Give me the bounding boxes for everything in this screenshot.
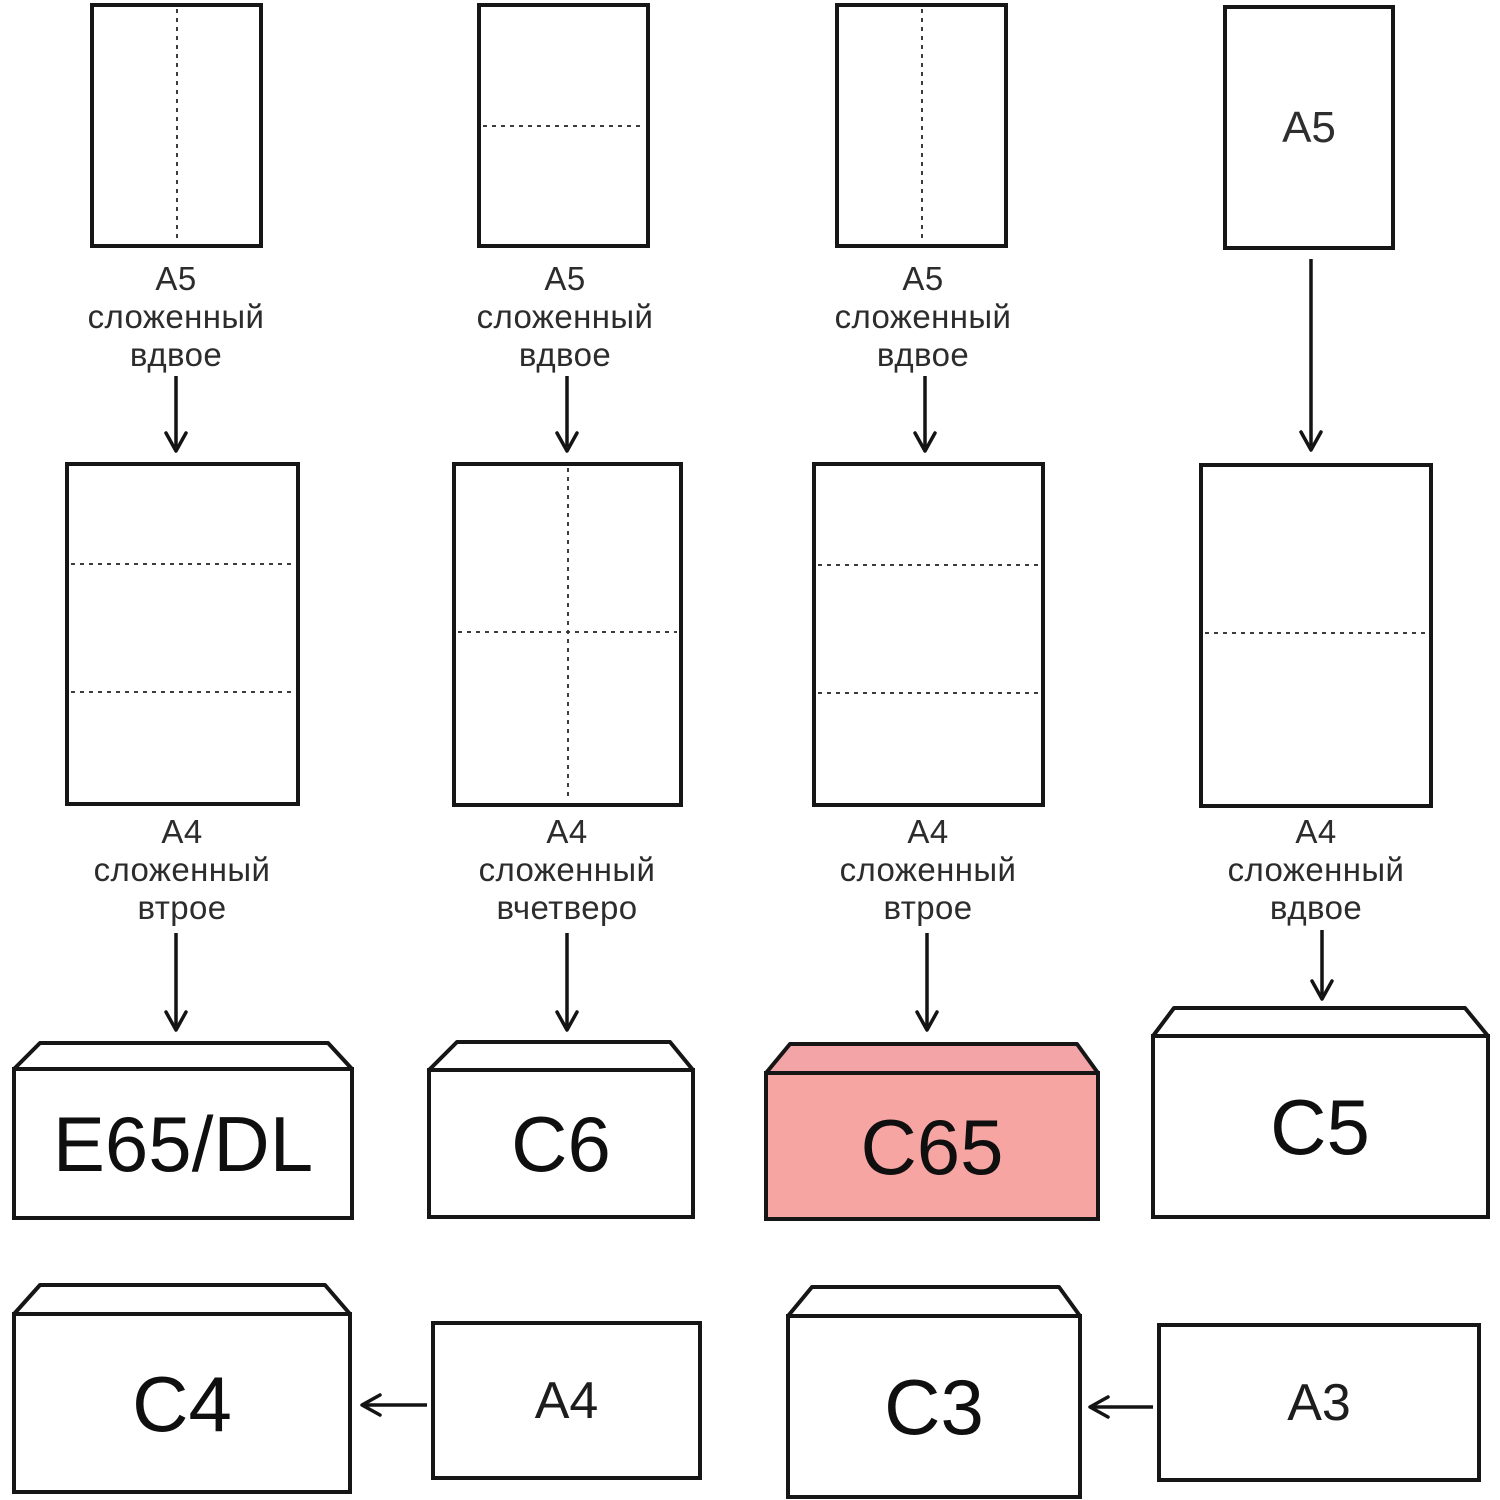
envelope-body <box>786 1314 1082 1499</box>
envelope-flap <box>427 1040 695 1072</box>
caption-line: А4 <box>546 813 588 850</box>
sheet-caption-a5-3: А5 сложенный вдвое <box>773 260 1073 374</box>
arrow-down-icon <box>915 933 939 1032</box>
sheet-caption-a4-4: А4 сложенный вдвое <box>1166 813 1466 927</box>
arrow-down-icon <box>164 376 188 453</box>
caption-line: втрое <box>883 889 973 926</box>
caption-line: А5 <box>155 260 197 297</box>
caption-line: сложенный <box>478 851 656 888</box>
arrow-down-icon <box>1299 259 1323 452</box>
fold-line-horizontal <box>71 563 294 566</box>
envelope-body <box>427 1068 695 1219</box>
caption-line: втрое <box>137 889 227 926</box>
sheet-a3-source: А3 <box>1157 1323 1481 1482</box>
arrow-down-icon <box>164 933 188 1032</box>
envelope-label: C6 <box>511 1100 611 1188</box>
envelope-label: C3 <box>884 1363 984 1451</box>
envelope-flap <box>786 1285 1082 1318</box>
caption-line: вчетверо <box>496 889 638 926</box>
arrow-down-icon <box>555 933 579 1032</box>
envelope-c6: C6 <box>427 1040 695 1219</box>
caption-line: сложенный <box>839 851 1017 888</box>
caption-line: вдвое <box>129 336 223 373</box>
arrow-down-icon <box>913 376 937 453</box>
envelope-c65-highlighted: C65 <box>764 1042 1100 1221</box>
sheet-label: А3 <box>1287 1373 1351 1432</box>
fold-line-horizontal <box>71 691 294 694</box>
sheet-a5-fold-horizontal <box>477 3 650 248</box>
caption-line: вдвое <box>1269 889 1363 926</box>
caption-line: А4 <box>907 813 949 850</box>
envelope-label: C5 <box>1270 1083 1370 1171</box>
sheet-a5-fold-vertical-2 <box>835 3 1008 248</box>
fold-line-horizontal <box>818 691 1039 694</box>
fold-line-vertical <box>920 9 923 242</box>
envelope-e65dl: E65/DL <box>12 1041 354 1220</box>
envelope-flap <box>764 1042 1100 1075</box>
sheet-label: А4 <box>534 1371 599 1430</box>
arrow-left-icon <box>360 1393 427 1417</box>
arrow-down-icon <box>1310 930 1334 1001</box>
caption-line: сложенный <box>834 298 1012 335</box>
caption-line: А4 <box>1295 813 1337 850</box>
arrow-left-icon <box>1088 1395 1153 1419</box>
envelope-label: E65/DL <box>53 1100 313 1188</box>
envelope-c4: C4 <box>12 1283 352 1494</box>
caption-line: сложенный <box>93 851 271 888</box>
arrow-down-icon <box>555 376 579 453</box>
fold-line-vertical <box>175 9 178 242</box>
sheet-caption-a4-2: А4 сложенный вчетверо <box>417 813 717 927</box>
envelope-label: C4 <box>132 1360 232 1448</box>
fold-line-horizontal <box>458 631 677 634</box>
envelope-flap <box>12 1041 354 1071</box>
fold-line-horizontal <box>818 563 1039 566</box>
sheet-a4-fold-quarters <box>452 462 683 807</box>
caption-line: сложенный <box>476 298 654 335</box>
caption-line: вдвое <box>518 336 612 373</box>
fold-line-horizontal <box>483 124 644 127</box>
sheet-a4-source: А4 <box>431 1321 702 1480</box>
caption-line: А5 <box>544 260 586 297</box>
fold-line-vertical <box>566 468 569 801</box>
envelope-body <box>12 1312 352 1494</box>
caption-line: вдвое <box>876 336 970 373</box>
sheet-a4-fold-half <box>1199 463 1433 808</box>
envelope-c3: C3 <box>786 1285 1082 1499</box>
envelope-c5: C5 <box>1151 1006 1490 1219</box>
sheet-caption-a4-3: А4 сложенный втрое <box>778 813 1078 927</box>
caption-line: А4 <box>161 813 203 850</box>
envelope-flap <box>1151 1006 1490 1038</box>
caption-line: сложенный <box>87 298 265 335</box>
envelope-body <box>12 1067 354 1220</box>
sheet-a4-fold-thirds-1 <box>65 462 300 806</box>
envelope-flap <box>12 1283 352 1316</box>
envelope-label: C65 <box>860 1103 1003 1191</box>
envelope-body <box>764 1071 1100 1221</box>
sheet-a5-fold-vertical-1 <box>90 3 263 248</box>
sheet-label: А5 <box>1282 102 1336 152</box>
fold-line-horizontal <box>1205 632 1427 635</box>
sheet-caption-a4-1: А4 сложенный втрое <box>32 813 332 927</box>
sheet-caption-a5-2: А5 сложенный вдвое <box>415 260 715 374</box>
caption-line: А5 <box>902 260 944 297</box>
envelope-body <box>1151 1034 1490 1219</box>
caption-line: сложенный <box>1227 851 1405 888</box>
sheet-a5-plain: А5 <box>1223 5 1395 250</box>
sheet-a4-fold-thirds-2 <box>812 462 1045 807</box>
sheet-caption-a5-1: А5 сложенный вдвое <box>26 260 326 374</box>
